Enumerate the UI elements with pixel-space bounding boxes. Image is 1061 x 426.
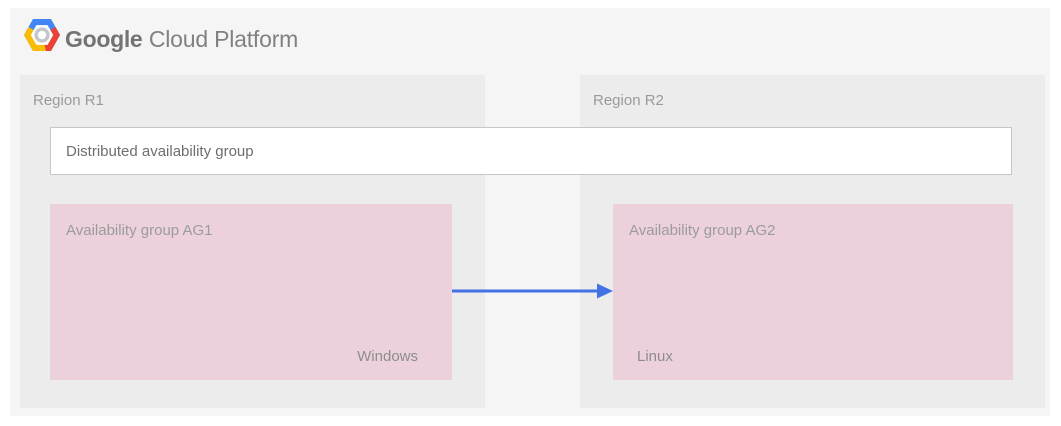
gcp-logo-icon xyxy=(24,19,60,51)
brand-cloud-platform: Cloud Platform xyxy=(148,26,299,52)
region-r1-label: Region R1 xyxy=(33,92,104,109)
replication-arrow-icon xyxy=(452,283,613,299)
brand-lockup: Google Cloud Platform xyxy=(65,26,298,52)
distributed-availability-group-box: Distributed availability group xyxy=(50,127,1012,175)
gcp-diagram-panel: Google Cloud Platform Region R1 Region R… xyxy=(10,8,1050,416)
availability-group-ag1-label: Availability group AG1 xyxy=(66,222,213,239)
availability-group-ag2-label: Availability group AG2 xyxy=(629,222,776,239)
ag2-os-label: Linux xyxy=(637,348,673,365)
region-r2-label: Region R2 xyxy=(593,92,664,109)
distributed-availability-group-label: Distributed availability group xyxy=(66,142,254,160)
availability-group-ag2-box: Availability group AG2 Linux xyxy=(613,204,1013,380)
availability-group-ag1-box: Availability group AG1 Windows xyxy=(50,204,452,380)
brand-google: Google xyxy=(65,26,143,52)
ag1-os-label: Windows xyxy=(357,348,418,365)
